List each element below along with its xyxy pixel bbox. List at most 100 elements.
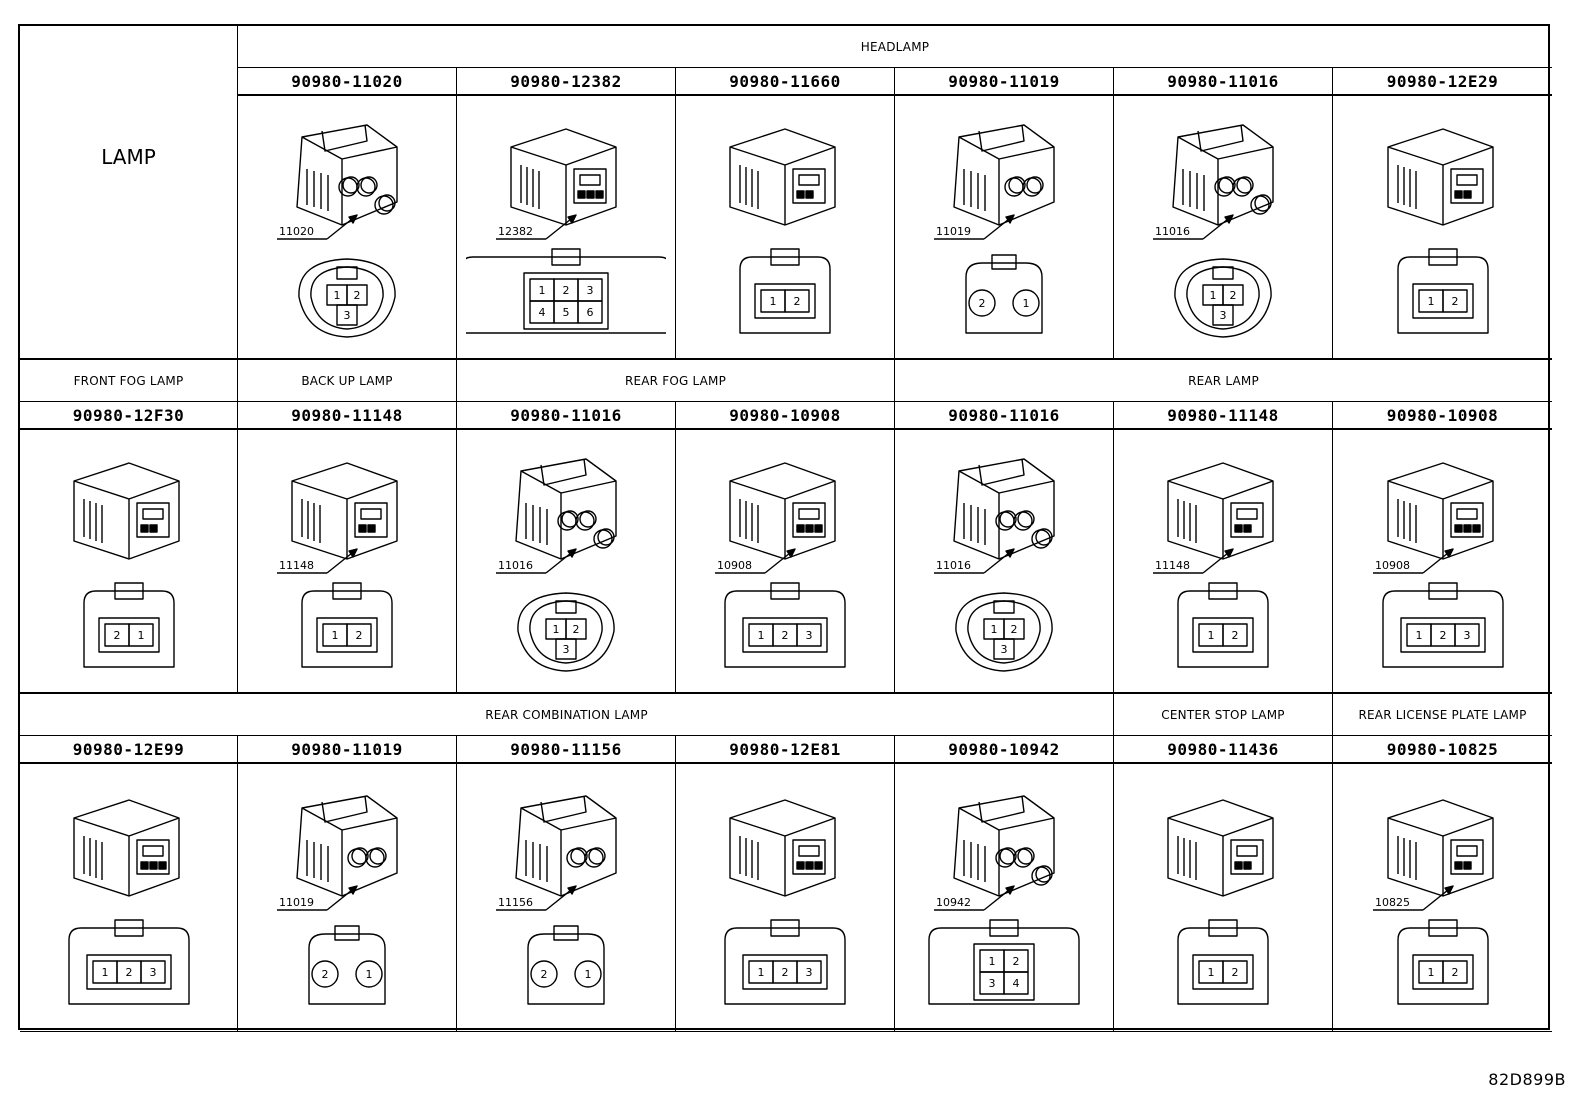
pin-number: 3: [149, 966, 156, 979]
section-rear-license-plate-lamp: REAR LICENSE PLATE LAMP: [1333, 694, 1552, 736]
pin-number: 4: [539, 306, 546, 319]
pin-number: 1: [539, 284, 546, 297]
section-headlamp: HEADLAMP: [238, 26, 1552, 68]
section-front-fog-lamp: FRONT FOG LAMP: [20, 360, 238, 402]
pin-number: 1: [366, 968, 373, 981]
pin-number: 3: [806, 629, 813, 642]
pin-number: 1: [758, 629, 765, 642]
callout-label: 11148: [279, 559, 314, 572]
section-rear-fog-lamp: REAR FOG LAMP: [457, 360, 895, 402]
connector-body: [1172, 124, 1274, 226]
pin-number: 1: [770, 295, 777, 308]
connector-body: [1386, 462, 1494, 560]
callout-label: 11148: [1155, 559, 1190, 572]
callout: 11148: [277, 548, 358, 574]
callout-label: 11016: [498, 559, 533, 572]
connector-body: [296, 794, 398, 897]
part-number: 90980-11016: [895, 402, 1114, 430]
connector-illustration: 11019 2 1: [238, 764, 457, 1032]
callout-label: 10908: [1375, 559, 1410, 572]
callout: 11156: [496, 884, 577, 911]
callout-label: 12382: [498, 225, 533, 238]
pin-number: 2: [541, 968, 548, 981]
connector-face: 1 2 3: [67, 918, 190, 1005]
pin-number: 1: [585, 968, 592, 981]
pin-number: 2: [125, 966, 132, 979]
connector-body: [296, 124, 398, 226]
pin-number: 3: [344, 309, 351, 322]
connector-body: [953, 458, 1055, 560]
pin-number: 2: [354, 289, 361, 302]
connector-body: [953, 124, 1055, 226]
connector-body: [510, 128, 617, 226]
part-number: 90980-11660: [676, 68, 895, 96]
part-number: 90980-11148: [238, 402, 457, 430]
callout-label: 11156: [498, 896, 533, 909]
callout-label: 11019: [279, 896, 314, 909]
part-number: 90980-11019: [895, 68, 1114, 96]
callout: 10908: [715, 548, 796, 574]
pin-number: 1: [1208, 966, 1215, 979]
pin-number: 2: [782, 966, 789, 979]
connector-body: [953, 794, 1055, 897]
section-back-up-lamp: BACK UP LAMP: [238, 360, 457, 402]
callout: 10825: [1372, 884, 1454, 911]
pin-number: 1: [101, 966, 108, 979]
part-number: 90980-11019: [238, 736, 457, 764]
pin-number: 1: [991, 623, 998, 636]
pin-number: 2: [563, 284, 570, 297]
part-number: 90980-10908: [1333, 402, 1552, 430]
section-rear-combination-lamp: REAR COMBINATION LAMP: [20, 694, 1114, 736]
pin-number: 1: [1023, 297, 1030, 310]
callout: 11019: [277, 884, 358, 911]
pin-number: 5: [563, 306, 570, 319]
part-number: 90980-11020: [238, 68, 457, 96]
part-number: 90980-11016: [1114, 68, 1333, 96]
callout: 12382: [496, 214, 577, 240]
connector-drawing: 1 2 3: [67, 798, 190, 1005]
pin-number: 2: [322, 968, 329, 981]
pin-number: 1: [137, 629, 144, 642]
callout-label: 11019: [936, 225, 971, 238]
callout: 11016: [934, 548, 1015, 574]
connector-body: [515, 794, 617, 897]
pin-number: 2: [1232, 629, 1239, 642]
connector-drawing: 11019 2 1: [277, 794, 398, 1005]
connector-body: [1386, 798, 1494, 897]
figure-code: 82D899B: [1488, 1070, 1566, 1089]
pin-number: 1: [1427, 966, 1434, 979]
pin-number: 6: [587, 306, 594, 319]
callout-label: 11020: [279, 225, 314, 238]
pin-number: 2: [794, 295, 801, 308]
part-number: 90980-11148: [1114, 402, 1333, 430]
pin-number: 1: [758, 966, 765, 979]
callout-label: 10908: [717, 559, 752, 572]
